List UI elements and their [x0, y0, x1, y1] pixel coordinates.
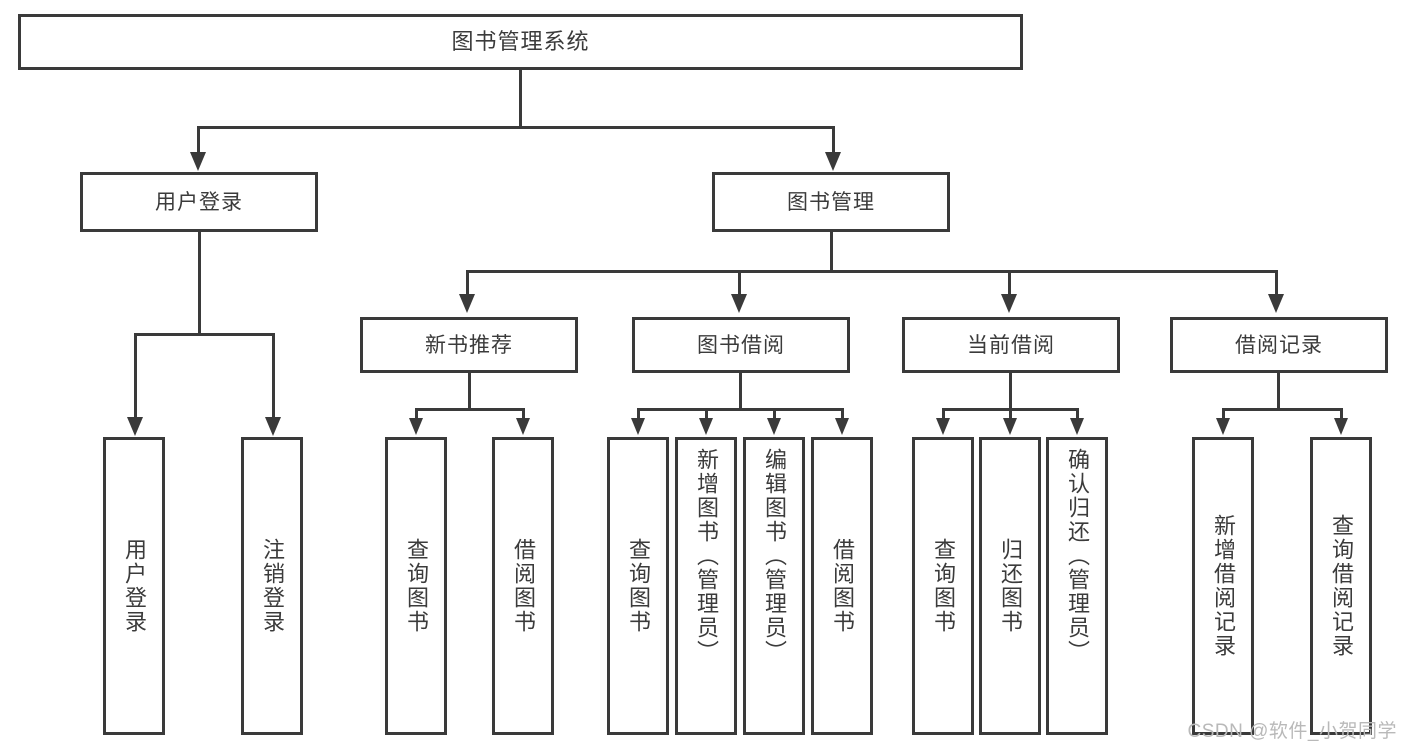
node-label: 借阅图书: [510, 538, 536, 634]
edge-book-borrow-to-leaf-3: [773, 408, 776, 418]
arrow-to-leaf-borrow-book-1: [516, 418, 530, 435]
node-label: 借阅记录: [1235, 333, 1323, 357]
edge-book-mgmt-to-book-borrow: [738, 270, 741, 294]
node-label: 借阅图书: [829, 538, 855, 634]
edge-new-book-rec-bus: [415, 408, 525, 411]
arrow-to-leaf-edit-book: [767, 418, 781, 435]
arrow-to-leaf-return-book: [1003, 418, 1017, 435]
leaf-return-book[interactable]: 归还图书: [979, 437, 1041, 735]
leaf-edit-book-admin[interactable]: 编辑图书（管理员）: [743, 437, 805, 735]
arrow-to-leaf-query-book-2: [631, 418, 645, 435]
edge-borrow-record-to-leaf-1: [1222, 408, 1225, 418]
arrow-to-leaf-query-book-1: [409, 418, 423, 435]
node-book-management[interactable]: 图书管理: [712, 172, 950, 232]
arrow-to-borrow-record: [1268, 294, 1284, 313]
csdn-watermark: CSDN @软件_小贺同学: [1187, 721, 1397, 742]
edge-root-to-user-login: [197, 126, 200, 152]
arrow-to-book-mgmt: [825, 152, 841, 171]
edge-book-mgmt-bus: [466, 270, 1278, 273]
arrow-to-leaf-query-book-3: [936, 418, 950, 435]
arrow-to-leaf-logout: [265, 417, 281, 436]
node-label: 新增图书（管理员）: [693, 448, 719, 664]
edge-current-borrow-stem: [1009, 373, 1012, 408]
edge-current-borrow-to-leaf-1: [942, 408, 945, 418]
edge-new-book-rec-to-leaf-2: [522, 408, 525, 418]
edge-borrow-record-bus: [1222, 408, 1340, 411]
node-label: 查询图书: [625, 538, 651, 634]
arrow-to-new-book-rec: [459, 294, 475, 313]
leaf-query-book-2[interactable]: 查询图书: [607, 437, 669, 735]
node-label: 编辑图书（管理员）: [761, 448, 787, 664]
node-label: 用户登录: [121, 538, 147, 634]
node-label: 查询图书: [930, 538, 956, 634]
edge-book-borrow-to-leaf-2: [705, 408, 708, 418]
leaf-borrow-book-2[interactable]: 借阅图书: [811, 437, 873, 735]
arrow-to-leaf-confirm-return: [1070, 418, 1084, 435]
node-current-borrow[interactable]: 当前借阅: [902, 317, 1120, 373]
leaf-add-book-admin[interactable]: 新增图书（管理员）: [675, 437, 737, 735]
edge-current-borrow-to-leaf-2: [1009, 408, 1012, 418]
edge-book-borrow-to-leaf-4: [841, 408, 844, 418]
edge-book-borrow-stem: [739, 373, 742, 408]
node-label: 图书管理系统: [451, 29, 590, 54]
edge-book-mgmt-to-borrow-record: [1275, 270, 1278, 294]
leaf-logout[interactable]: 注销登录: [241, 437, 303, 735]
edge-book-borrow-to-leaf-1: [637, 408, 640, 418]
edge-borrow-record-stem: [1277, 373, 1280, 408]
node-label: 查询借阅记录: [1328, 514, 1354, 658]
node-label: 图书管理: [787, 190, 875, 214]
edge-book-borrow-bus: [637, 408, 843, 411]
edge-user-login-bus: [134, 333, 275, 336]
edge-user-login-stem: [198, 232, 201, 333]
arrow-to-current-borrow: [1001, 294, 1017, 313]
node-label: 新书推荐: [425, 333, 513, 357]
edge-book-mgmt-to-new-book-rec: [466, 270, 469, 294]
edge-new-book-rec-stem: [468, 373, 471, 408]
arrow-to-leaf-query-record: [1334, 418, 1348, 435]
leaf-add-borrow-record[interactable]: 新增借阅记录: [1192, 437, 1254, 735]
arrow-to-leaf-add-book: [699, 418, 713, 435]
node-new-book-recommendation[interactable]: 新书推荐: [360, 317, 578, 373]
leaf-borrow-book-1[interactable]: 借阅图书: [492, 437, 554, 735]
node-label: 图书借阅: [697, 333, 785, 357]
node-user-login[interactable]: 用户登录: [80, 172, 318, 232]
node-label: 确认归还（管理员）: [1064, 448, 1090, 664]
node-borrow-record[interactable]: 借阅记录: [1170, 317, 1388, 373]
arrow-to-book-borrow: [731, 294, 747, 313]
edge-root-to-book-mgmt: [832, 126, 835, 152]
edge-book-mgmt-stem: [830, 232, 833, 270]
node-label: 新增借阅记录: [1210, 514, 1236, 658]
edge-root-bus: [197, 126, 835, 129]
arrow-to-leaf-user-login: [127, 417, 143, 436]
edge-root-stem: [519, 70, 522, 126]
leaf-user-login[interactable]: 用户登录: [103, 437, 165, 735]
node-label: 当前借阅: [967, 333, 1055, 357]
node-root-book-management-system[interactable]: 图书管理系统: [18, 14, 1023, 70]
edge-user-login-to-leaf-1: [134, 333, 137, 417]
edge-current-borrow-to-leaf-3: [1076, 408, 1079, 418]
leaf-query-borrow-record[interactable]: 查询借阅记录: [1310, 437, 1372, 735]
node-label: 用户登录: [155, 190, 243, 214]
edge-new-book-rec-to-leaf-1: [415, 408, 418, 418]
arrow-to-leaf-borrow-book-2: [835, 418, 849, 435]
node-book-borrow[interactable]: 图书借阅: [632, 317, 850, 373]
edge-user-login-to-leaf-2: [272, 333, 275, 417]
arrow-to-leaf-add-record: [1216, 418, 1230, 435]
leaf-query-book-3[interactable]: 查询图书: [912, 437, 974, 735]
leaf-query-book-1[interactable]: 查询图书: [385, 437, 447, 735]
edge-borrow-record-to-leaf-2: [1340, 408, 1343, 418]
arrow-to-user-login: [190, 152, 206, 171]
node-label: 查询图书: [403, 538, 429, 634]
leaf-confirm-return-admin[interactable]: 确认归还（管理员）: [1046, 437, 1108, 735]
edge-book-mgmt-to-current-borrow: [1008, 270, 1011, 294]
node-label: 归还图书: [997, 538, 1023, 634]
node-label: 注销登录: [259, 538, 285, 634]
